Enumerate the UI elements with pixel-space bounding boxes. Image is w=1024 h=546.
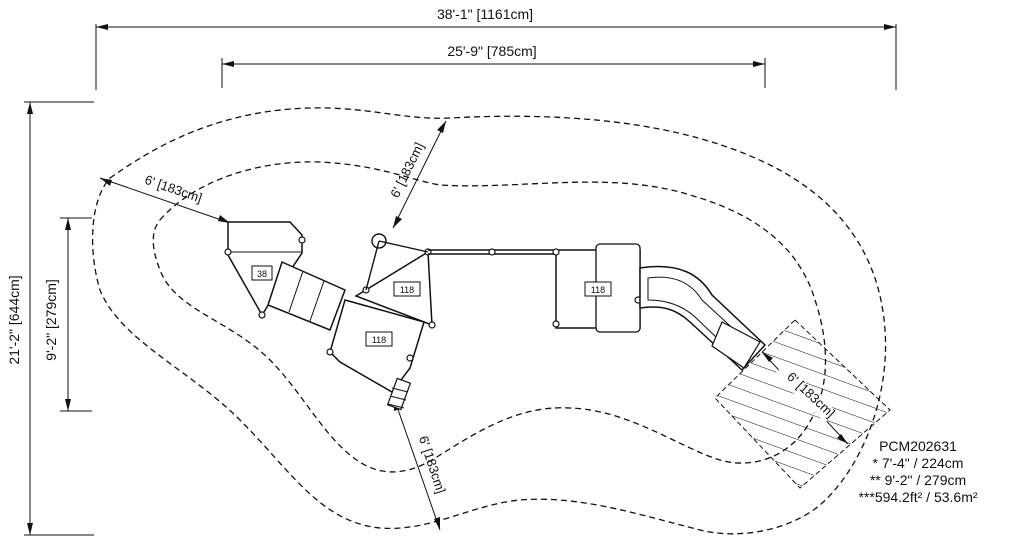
structure-depth-label: 9'-2" [279cm] [43,279,59,361]
model-info-block: PCM202631 * 7'-4" / 224cm ** 9'-2" / 279… [818,438,1018,506]
safety-zone-bottom-label: 6' [183cm] [416,434,449,495]
rail-connectors [365,233,556,291]
model-number: PCM202631 [879,438,957,454]
deck-b-label: 118 [400,285,414,295]
curved-slide [639,265,767,372]
overall-depth-dimension: 21'-2" [644cm] [6,101,94,536]
overall-depth-label: 21'-2" [644cm] [6,275,22,364]
info-line-1: * 7'-4" / 224cm [872,455,964,471]
deck-c-label: 118 [372,335,386,345]
slide-runout-zone: 6' [183cm] [714,319,891,489]
deck-a: 38 [224,221,306,319]
safety-zone-left-dimension: 6' [183cm] [99,172,231,224]
deck-d-label: 118 [591,285,605,295]
structure-depth-dimension: 9'-2" [279cm] [43,217,92,412]
deck-a-label: 38 [257,269,267,279]
info-line-3: ***594.2ft² / 53.6m² [858,489,978,505]
safety-zone-left-label: 6' [183cm] [143,172,204,206]
outer-use-zone-boundary [91,107,887,535]
deck-b: 118 [354,248,436,329]
structure-width-label: 25'-9" [785cm] [447,43,536,59]
safety-zone-bottom-dimension: 6' [183cm] [393,397,449,531]
overall-width-label: 38'-1" [1161cm] [437,6,533,22]
inner-use-zone-boundary [152,161,827,473]
safety-zone-top-dimension: 6' [183cm] [387,120,447,229]
deck-d: 118 [552,243,642,333]
structure-width-dimension: 25'-9" [785cm] [221,43,766,88]
bridge-a-b [267,260,346,331]
climber-ladder [386,377,412,411]
safety-zone-top-label: 6' [183cm] [387,140,427,200]
info-line-2: ** 9'-2" / 279cm [869,472,967,488]
overall-width-dimension: 38'-1" [1161cm] [95,6,897,90]
